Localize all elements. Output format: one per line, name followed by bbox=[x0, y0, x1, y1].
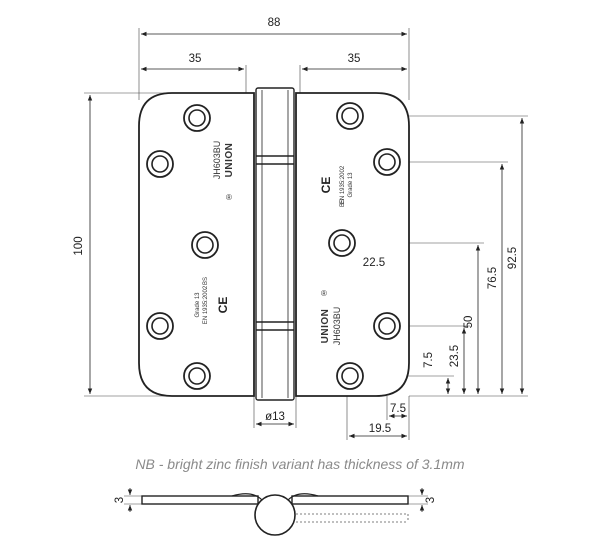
right-leaf-standard-group: CE BS EN 1935:2002 Grade 13 bbox=[319, 165, 354, 207]
dim-height: 100 bbox=[73, 236, 85, 255]
dim-hole-23-5: 23.5 bbox=[449, 345, 461, 367]
screw-hole bbox=[328, 229, 356, 257]
registered-mark: ® bbox=[226, 193, 232, 202]
standard-code: EN 1935:2002 bbox=[340, 165, 346, 204]
dim-hole-19-5: 19.5 bbox=[369, 423, 391, 435]
dim-hole-50: 50 bbox=[463, 316, 475, 329]
model-number: JH603BU bbox=[212, 141, 222, 180]
screw-hole bbox=[146, 312, 174, 340]
screw-hole bbox=[373, 148, 401, 176]
dim-knuckle-diameter: ø13 bbox=[265, 411, 285, 423]
bs-mark: BS bbox=[340, 199, 346, 207]
screw-hole bbox=[183, 362, 211, 390]
dim-overall-width: 88 bbox=[268, 17, 281, 29]
brand-logo: UNION bbox=[224, 143, 235, 178]
left-leaf-standard-group: CE BS EN 1935:2002 Grade 13 bbox=[195, 277, 230, 324]
dim-thickness-right: 3 bbox=[425, 497, 437, 503]
knuckle bbox=[255, 87, 295, 401]
screw-hole bbox=[336, 362, 364, 390]
model-number: JH603BU bbox=[332, 307, 342, 346]
grade-text: Grade 13 bbox=[348, 172, 354, 198]
dim-hole-76-5: 76.5 bbox=[487, 267, 499, 289]
grade-text: Grade 13 bbox=[195, 292, 201, 318]
dim-hole-7-5-horizontal: 7.5 bbox=[390, 403, 406, 415]
side-right-leaf bbox=[291, 495, 409, 505]
finish-note: NB - bright zinc finish variant has thic… bbox=[135, 456, 464, 472]
side-left-leaf bbox=[141, 495, 259, 505]
screw-hole bbox=[336, 102, 364, 130]
screw-holes bbox=[146, 102, 401, 390]
left-leaf-brand-group: UNION JH603BU bbox=[212, 141, 235, 180]
side-view: 3 3 bbox=[114, 488, 437, 536]
right-leaf-brand-group: UNION JH603BU bbox=[320, 307, 342, 346]
side-knuckle bbox=[254, 494, 296, 536]
ce-mark: CE bbox=[319, 177, 333, 194]
dim-hole-92-5: 92.5 bbox=[507, 247, 519, 269]
screw-hole bbox=[191, 231, 219, 259]
registered-mark: ® bbox=[321, 289, 327, 298]
dim-thickness-left: 3 bbox=[114, 497, 126, 503]
standard-code: EN 1935:2002 bbox=[203, 285, 209, 324]
dim-hole-22-5: 22.5 bbox=[363, 257, 385, 269]
screw-hole bbox=[183, 104, 211, 132]
ce-mark: CE bbox=[216, 297, 230, 314]
brand-logo: UNION bbox=[320, 309, 331, 344]
dim-right-leaf-width: 35 bbox=[348, 53, 361, 65]
bs-mark: BS bbox=[203, 277, 209, 285]
screw-hole bbox=[373, 312, 401, 340]
screw-hole bbox=[146, 150, 174, 178]
dim-hole-7-5-vertical: 7.5 bbox=[423, 352, 435, 368]
dim-left-leaf-width: 35 bbox=[189, 53, 202, 65]
